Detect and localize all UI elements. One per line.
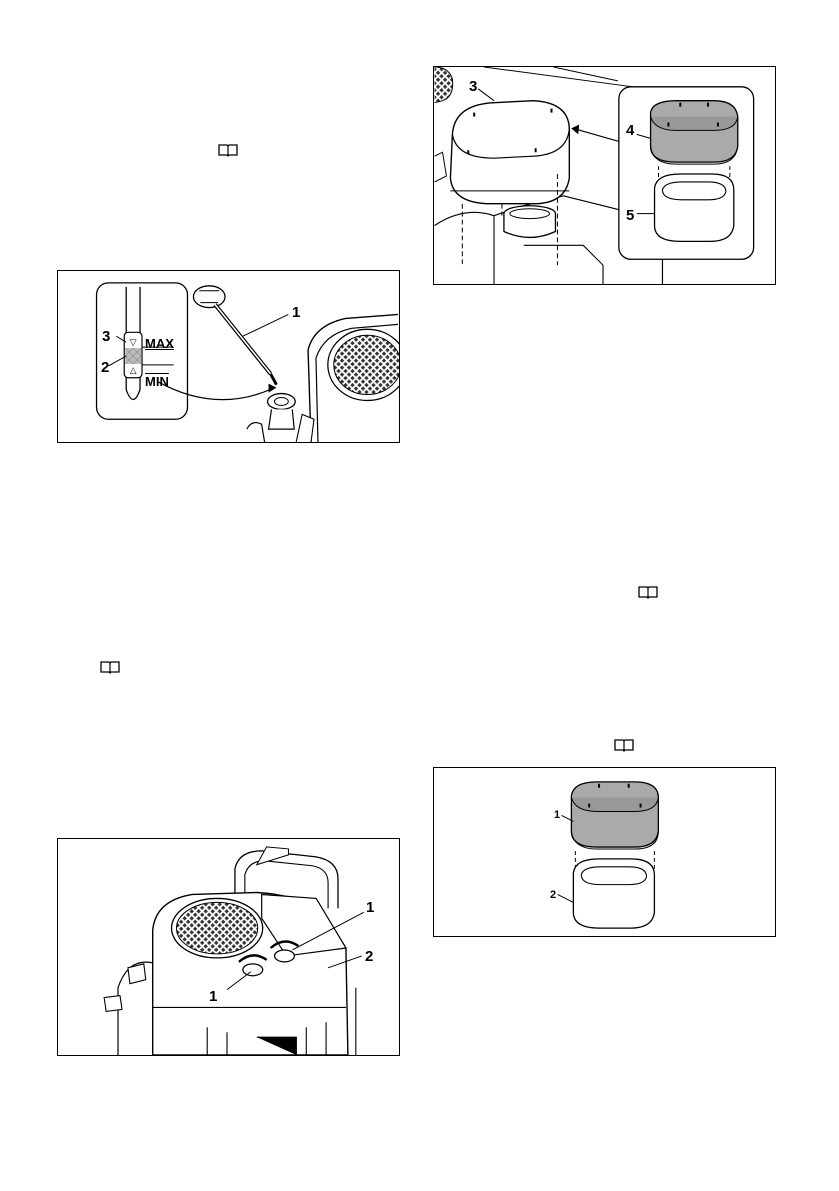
figure-dipstick: ▽ △ 1 2 3 MAX xyxy=(57,270,400,443)
callout-max-marker: 3 xyxy=(102,329,110,344)
air-filter-illustration xyxy=(434,67,775,284)
book-icon xyxy=(614,738,634,752)
callout-cover: 3 xyxy=(469,79,477,94)
max-mark: MAX xyxy=(145,337,174,350)
svg-text:▽: ▽ xyxy=(130,338,137,348)
book-icon xyxy=(100,660,120,674)
callout-foam-prefilter: 2 xyxy=(550,890,556,901)
svg-text:△: △ xyxy=(130,366,137,376)
book-icon xyxy=(638,585,658,599)
figure-engine-caps: 1 1 2 xyxy=(57,838,400,1056)
book-icon xyxy=(218,143,238,157)
callout-full-band: 2 xyxy=(101,360,109,375)
filter-parts-illustration xyxy=(434,768,775,936)
callout-cap-right: 1 xyxy=(366,900,374,915)
dipstick-illustration: ▽ △ xyxy=(58,271,399,442)
callout-cap-left: 1 xyxy=(209,989,217,1004)
callout-cover: 2 xyxy=(365,949,373,964)
callout-paper-element: 4 xyxy=(626,123,634,138)
callout-foam-prefilter: 5 xyxy=(626,208,634,223)
figure-filter-parts: 1 2 xyxy=(433,767,776,937)
callout-dipstick: 1 xyxy=(292,305,300,320)
engine-caps-illustration xyxy=(58,839,399,1055)
min-mark: MIN xyxy=(145,375,169,388)
callout-paper-element: 1 xyxy=(554,810,560,821)
figure-air-filter: 3 4 5 xyxy=(433,66,776,285)
